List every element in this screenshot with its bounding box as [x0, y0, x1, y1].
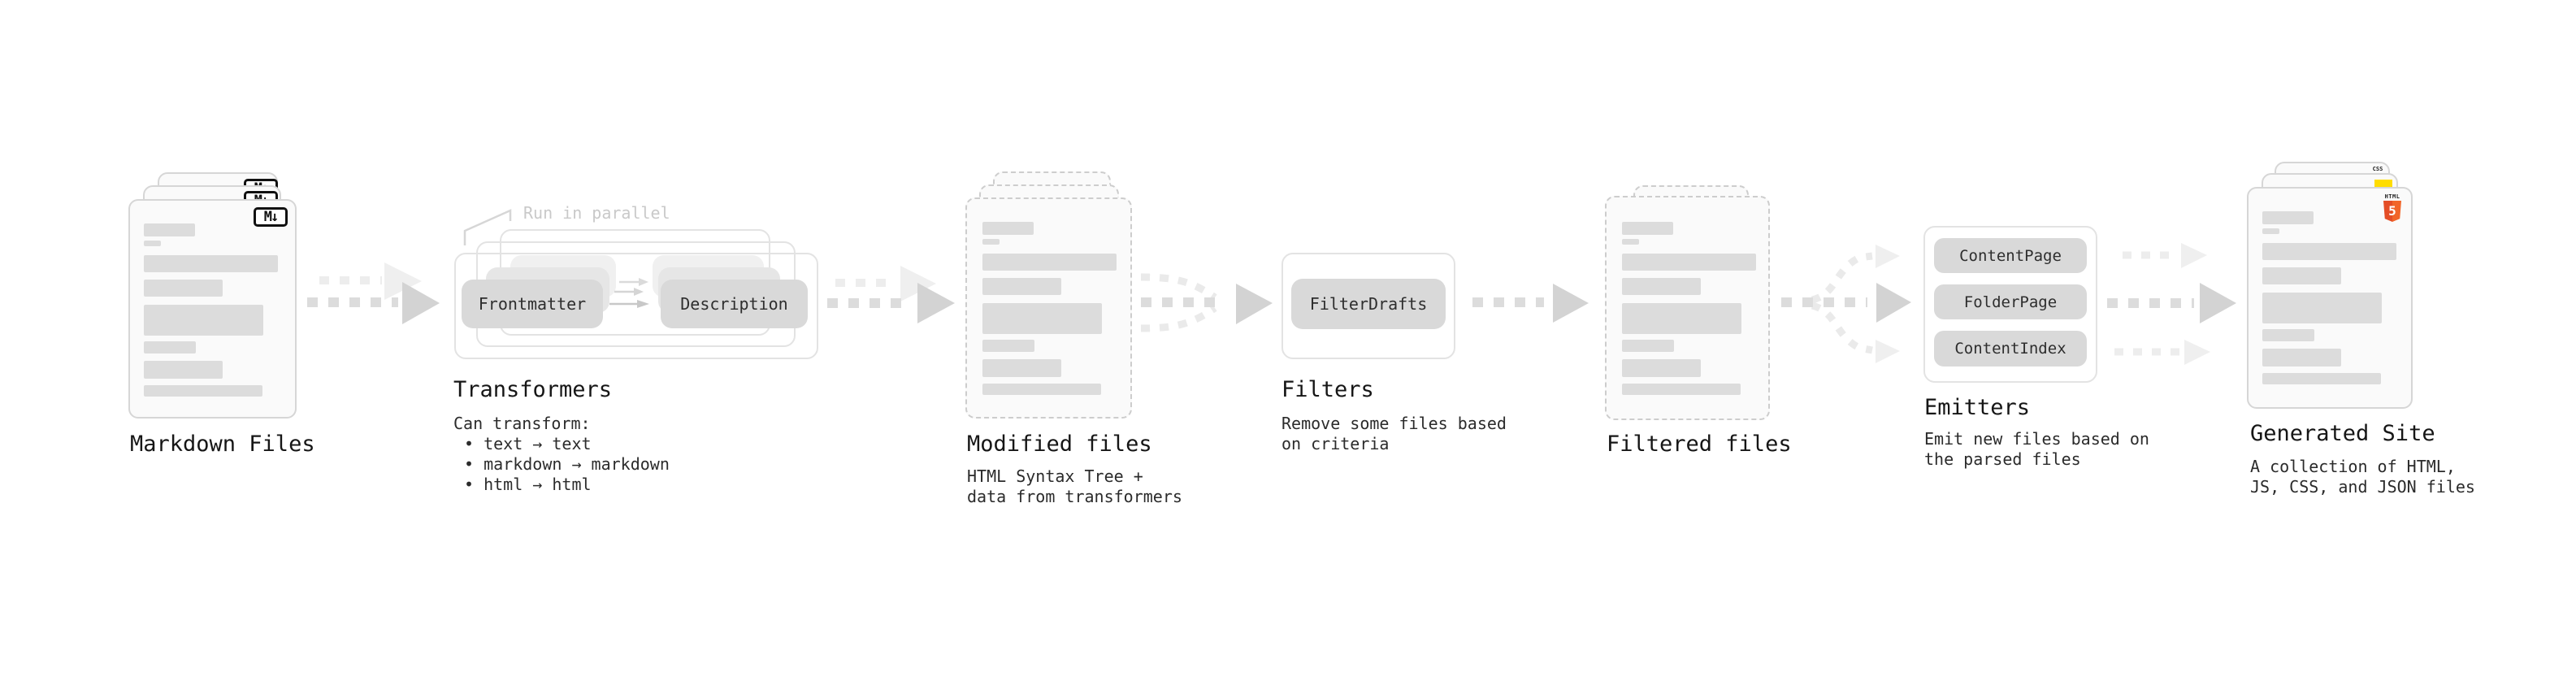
emitters-title: Emitters — [1924, 395, 2031, 420]
modified-files-title: Modified files — [967, 432, 1152, 457]
filtered-files-title: Filtered files — [1607, 432, 1792, 457]
transform-bullet: • markdown → markdown — [464, 454, 670, 474]
transform-caption: Can transform: — [453, 414, 591, 433]
doc-lines — [2262, 211, 2396, 384]
arrow-modified-to-filters — [1140, 273, 1273, 332]
file-card: M↓ — [128, 199, 297, 419]
transform-bullet: • text → text — [464, 434, 592, 453]
arrow-transformers-to-modified — [827, 266, 955, 323]
file-card — [1605, 196, 1770, 420]
transform-bullet: • html → html — [464, 475, 592, 494]
markdown-files-title: Markdown Files — [130, 432, 315, 457]
html5-icon: HTML 5 — [2383, 193, 2402, 222]
generated-site-title: Generated Site — [2250, 421, 2435, 446]
run-in-parallel-annotation: Run in parallel — [523, 203, 670, 223]
transformers-title: Transformers — [453, 377, 613, 402]
file-card: HTML 5 — [2247, 187, 2413, 409]
doc-lines — [1622, 222, 1756, 395]
doc-lines — [144, 223, 278, 397]
pill-folderpage: FolderPage — [1934, 284, 2087, 319]
emitters-description: Emit new files based on the parsed files — [1924, 429, 2149, 469]
generated-site-description: A collection of HTML, JS, CSS, and JSON … — [2250, 457, 2475, 497]
pill-description: Description — [661, 280, 808, 328]
transformers-description: Can transform: • text → text • markdown … — [453, 414, 670, 495]
file-card — [965, 197, 1132, 419]
filters-title: Filters — [1281, 377, 1374, 402]
pill-frontmatter: Frontmatter — [462, 280, 603, 328]
arrow-markdown-to-transformers — [307, 262, 440, 324]
arrow-emitters-to-site — [2107, 243, 2236, 365]
arrow-filters-to-filtered — [1472, 284, 1589, 323]
transformer-box-front — [454, 253, 818, 359]
pill-filterdrafts: FilterDrafts — [1291, 279, 1446, 329]
markdown-icon: M↓ — [254, 207, 288, 227]
pill-contentpage: ContentPage — [1934, 238, 2087, 273]
doc-lines — [982, 222, 1117, 395]
filters-description: Remove some files based on criteria — [1281, 414, 1507, 453]
modified-files-description: HTML Syntax Tree + data from transformer… — [967, 466, 1182, 506]
arrow-filtered-to-emitters — [1781, 245, 1911, 363]
pill-contentindex: ContentIndex — [1934, 331, 2087, 367]
